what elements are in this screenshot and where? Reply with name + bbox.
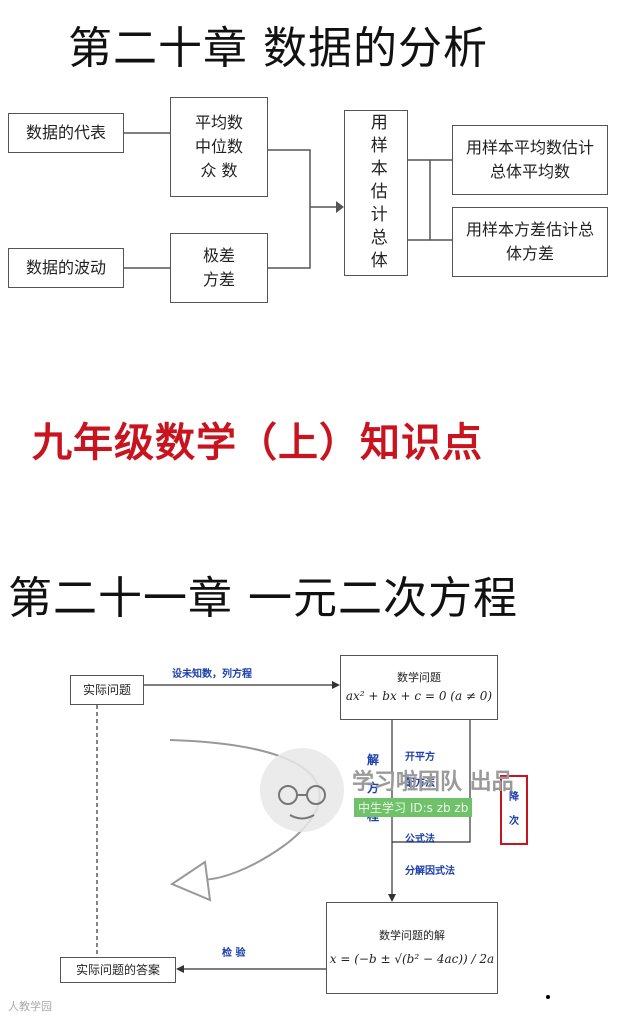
watermark-id: 中生学习 ID:s zb zb <box>354 798 472 817</box>
watermark-corner: 人教学园 <box>8 998 52 1014</box>
watermark-brand: 学习啦团队 出品 <box>352 764 514 796</box>
cartoon-face-icon <box>260 748 344 832</box>
stray-dot <box>546 995 550 999</box>
